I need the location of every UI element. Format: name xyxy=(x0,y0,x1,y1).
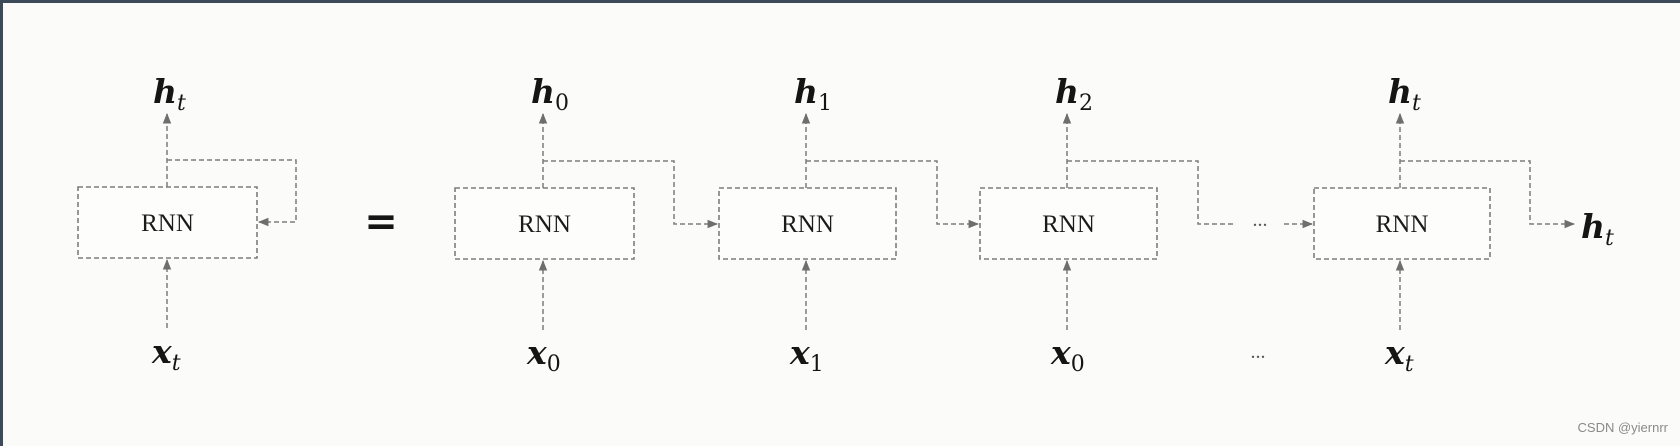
folded-output-label: ht xyxy=(153,72,186,116)
folded-rnn: RNN ht xt xyxy=(77,72,297,376)
recurrent-loop-arrow xyxy=(167,159,297,227)
ellipsis-gap xyxy=(1236,212,1284,232)
unrolled-cell-0: RNN h0 x0 xyxy=(454,72,635,377)
hidden-ellipsis: ... xyxy=(1253,209,1268,231)
hidden-state-arrow-1-2 xyxy=(806,160,980,229)
input-label-x0: x0 xyxy=(526,333,561,377)
final-hidden-arrow xyxy=(1400,160,1576,229)
rnn-box xyxy=(454,187,635,260)
rnn-box-label: RNN xyxy=(1042,211,1095,238)
unrolled-cell-1: RNN h1 x1 xyxy=(718,72,897,377)
input-label-x2: x0 xyxy=(1050,333,1085,377)
unrolled-cell-t: RNN ht xt xyxy=(1313,72,1491,377)
watermark: CSDN @yiernrr xyxy=(1578,420,1669,435)
output-label-h0: h0 xyxy=(531,72,569,116)
output-label-h2: h2 xyxy=(1055,72,1093,116)
rnn-box-label: RNN xyxy=(141,210,194,237)
rnn-box xyxy=(1313,187,1491,260)
input-ellipsis: ... xyxy=(1251,341,1266,363)
rnn-box xyxy=(718,187,897,260)
rnn-box-label: RNN xyxy=(518,211,571,238)
output-label-h1: h1 xyxy=(794,72,832,116)
rnn-box xyxy=(979,187,1158,260)
rnn-box-label: RNN xyxy=(781,211,834,238)
equals-sign: = xyxy=(364,199,398,245)
unrolled-cell-2: RNN h2 x0 xyxy=(979,72,1158,377)
rnn-box-folded xyxy=(77,186,258,259)
folded-input-label: xt xyxy=(151,332,181,376)
hidden-state-arrow-0-1 xyxy=(543,160,719,229)
input-label-x1: x1 xyxy=(789,333,824,377)
rnn-box-label: RNN xyxy=(1376,211,1429,238)
input-label-xt: xt xyxy=(1384,333,1414,377)
final-output-label-ht: ht xyxy=(1581,207,1614,251)
output-label-ht: ht xyxy=(1388,72,1421,116)
